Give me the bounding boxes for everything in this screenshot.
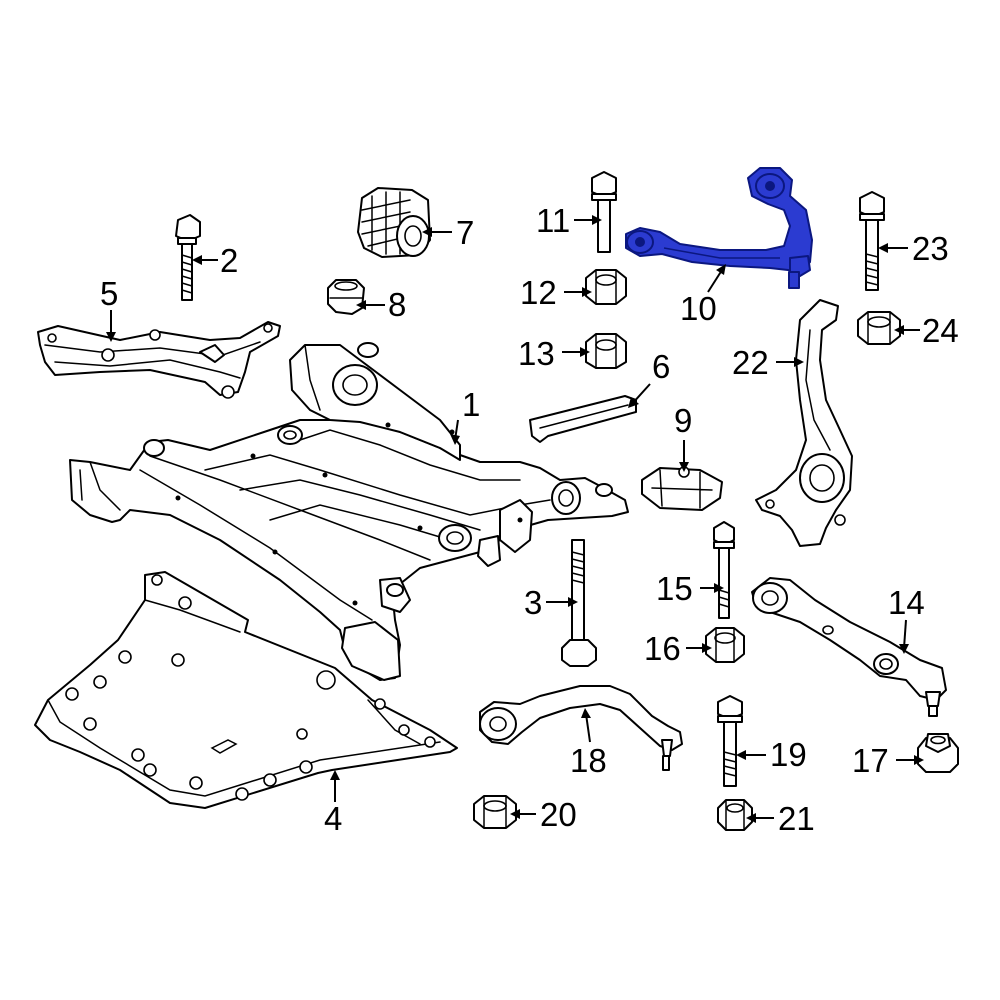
part-11-bolt[interactable] xyxy=(591,171,617,253)
part-5-cross-brace[interactable] xyxy=(37,321,281,399)
part-20-nut[interactable] xyxy=(473,795,517,829)
callout-16: 16 xyxy=(644,630,681,667)
callout-23: 23 xyxy=(912,230,949,267)
part-3-bolt[interactable] xyxy=(561,539,597,667)
callout-12: 12 xyxy=(520,274,557,311)
callout-13: 13 xyxy=(518,335,555,372)
callout-22: 22 xyxy=(732,344,769,381)
part-2-bolt[interactable] xyxy=(175,214,201,301)
leader-arrowheads xyxy=(106,215,924,823)
part-6-bracket[interactable] xyxy=(529,395,637,443)
part-14-lower-control-arm[interactable] xyxy=(751,577,947,717)
part-18-thrust-arm[interactable] xyxy=(479,685,683,771)
part-12-nut[interactable] xyxy=(585,269,627,305)
part-24-nut[interactable] xyxy=(857,311,901,345)
callout-14: 14 xyxy=(888,584,925,621)
callout-10: 10 xyxy=(680,290,717,327)
part-19-bolt[interactable] xyxy=(717,695,743,787)
part-23-bolt[interactable] xyxy=(859,191,885,291)
part-17-nut[interactable] xyxy=(917,733,959,773)
part-16-nut[interactable] xyxy=(705,627,745,663)
callout-18: 18 xyxy=(570,742,607,779)
callout-3: 3 xyxy=(524,584,542,621)
part-13-nut[interactable] xyxy=(585,333,627,369)
callout-24: 24 xyxy=(922,312,959,349)
part-22-steering-knuckle[interactable] xyxy=(755,299,853,547)
part-8-small-bushing[interactable] xyxy=(327,279,365,315)
part-9-mount[interactable] xyxy=(641,466,723,511)
callout-8: 8 xyxy=(388,286,406,323)
callout-6: 6 xyxy=(652,348,670,385)
part-15-bolt[interactable] xyxy=(713,521,735,619)
part-10-upper-control-arm[interactable] xyxy=(625,167,813,289)
callout-17: 17 xyxy=(852,742,889,779)
callout-9: 9 xyxy=(674,402,692,439)
callout-2: 2 xyxy=(220,242,238,279)
part-7-bushing[interactable] xyxy=(357,187,431,258)
callout-4: 4 xyxy=(324,800,342,837)
callout-labels: 1 2 3 4 5 6 7 8 9 10 11 12 13 14 15 16 1… xyxy=(100,202,959,837)
part-21-nut[interactable] xyxy=(717,799,753,831)
callout-20: 20 xyxy=(540,796,577,833)
callout-5: 5 xyxy=(100,275,118,312)
callout-7: 7 xyxy=(456,214,474,251)
callout-1: 1 xyxy=(462,386,480,423)
part-4-underbody-shield[interactable] xyxy=(34,571,458,809)
callout-21: 21 xyxy=(778,800,815,837)
shield-bolt-holes xyxy=(65,574,436,801)
callout-11: 11 xyxy=(536,202,570,239)
part-1-front-subframe[interactable] xyxy=(69,342,629,681)
callout-19: 19 xyxy=(770,736,807,773)
callout-15: 15 xyxy=(656,570,693,607)
subframe-small-holes xyxy=(175,422,523,606)
